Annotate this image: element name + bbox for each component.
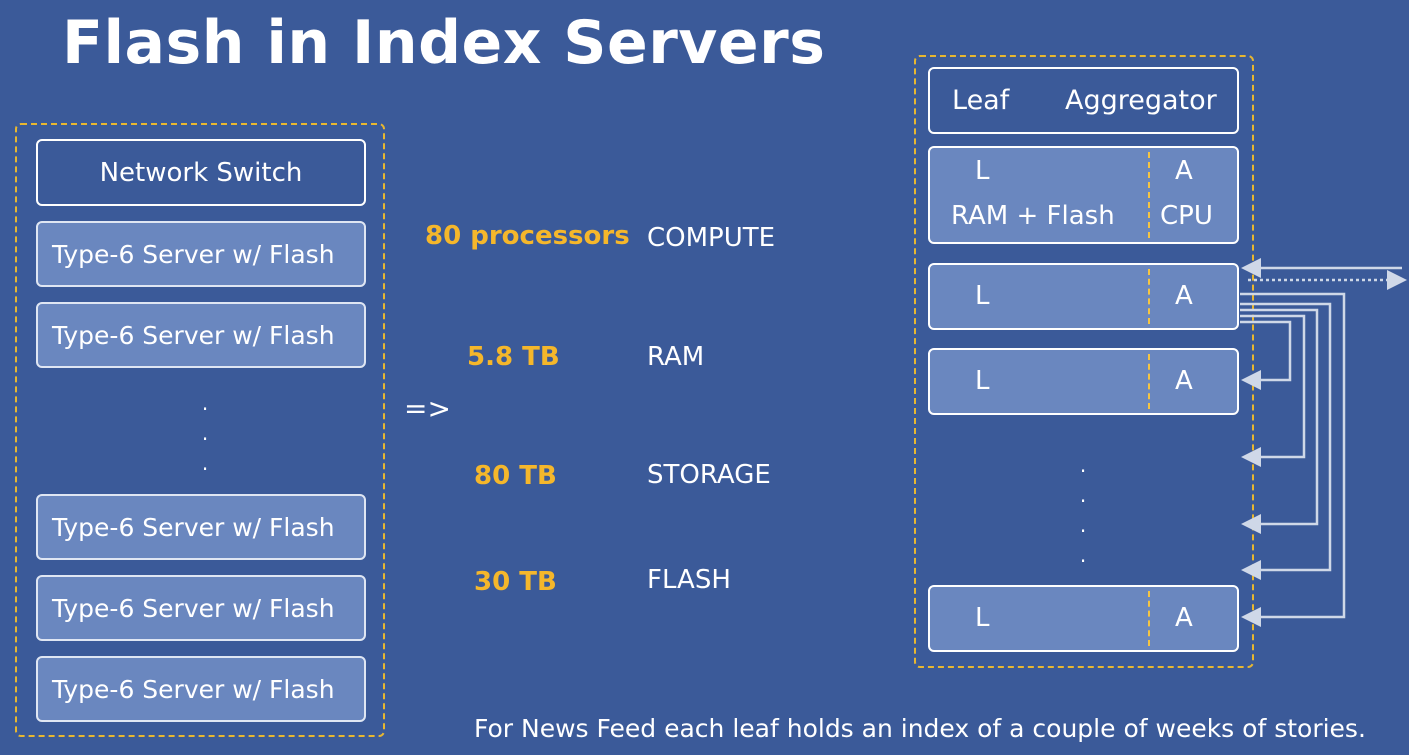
- header-aggregator-label: Aggregator: [1065, 85, 1217, 116]
- cluster-ellipsis: . . . .: [1079, 453, 1087, 567]
- node-aggregator-label: A: [1175, 366, 1193, 396]
- legend-ram-flash: RAM + Flash: [951, 201, 1115, 231]
- server-box: Type-6 Server w/ Flash: [36, 302, 366, 368]
- stat-flash-label: FLASH: [647, 565, 731, 595]
- leaf-node: L A: [928, 348, 1239, 415]
- server-box: Type-6 Server w/ Flash: [36, 494, 366, 560]
- page-title: Flash in Index Servers: [62, 8, 826, 78]
- rack-ellipsis: . . .: [201, 391, 209, 475]
- node-leaf-label: L: [975, 603, 990, 633]
- stat-compute-value: 80 processors: [425, 221, 630, 251]
- wire-to-node: [1240, 292, 1346, 627]
- server-box: Type-6 Server w/ Flash: [36, 656, 366, 722]
- network-switch-label: Network Switch: [99, 157, 303, 188]
- node-divider: [1148, 269, 1150, 324]
- server-label: Type-6 Server w/ Flash: [52, 512, 335, 542]
- node-leaf-label: L: [975, 366, 990, 396]
- node-leaf-label: L: [975, 281, 990, 311]
- header-leaf-label: Leaf: [952, 85, 1010, 116]
- server-rack-frame: [15, 123, 385, 737]
- network-switch-box: Network Switch: [36, 139, 366, 206]
- stat-flash-value: 30 TB: [474, 567, 557, 597]
- server-label: Type-6 Server w/ Flash: [52, 593, 335, 623]
- legend-cpu: CPU: [1160, 201, 1213, 231]
- wire-to-node: [1240, 320, 1292, 390]
- stat-ram-label: RAM: [647, 342, 705, 372]
- stat-ram-value: 5.8 TB: [467, 342, 560, 372]
- server-box: Type-6 Server w/ Flash: [36, 575, 366, 641]
- stat-storage-label: STORAGE: [647, 460, 771, 490]
- stat-compute-label: COMPUTE: [647, 223, 776, 253]
- server-label: Type-6 Server w/ Flash: [52, 239, 335, 269]
- node-divider: [1148, 354, 1150, 409]
- implies-arrow: =>: [404, 392, 451, 425]
- node-divider: [1148, 591, 1150, 646]
- footer-note: For News Feed each leaf holds an index o…: [474, 714, 1366, 743]
- node-aggregator-label: A: [1175, 603, 1193, 633]
- leaf-node: L A: [928, 263, 1239, 330]
- server-label: Type-6 Server w/ Flash: [52, 320, 335, 350]
- wire-to-node: [1240, 302, 1332, 580]
- legend-box: L A RAM + Flash CPU: [928, 146, 1239, 244]
- legend-divider: [1148, 152, 1150, 238]
- legend-l: L: [975, 156, 990, 186]
- node-aggregator-label: A: [1175, 281, 1193, 311]
- leaf-node: L A: [928, 585, 1239, 652]
- stat-storage-value: 80 TB: [474, 461, 557, 491]
- wire-to-node: [1240, 314, 1306, 467]
- leaf-aggregator-header: Leaf Aggregator: [928, 67, 1239, 134]
- cluster-frame: [914, 55, 1254, 668]
- legend-a: A: [1175, 156, 1193, 186]
- server-box: Type-6 Server w/ Flash: [36, 221, 366, 287]
- server-label: Type-6 Server w/ Flash: [52, 674, 335, 704]
- wire-to-node: [1240, 308, 1319, 534]
